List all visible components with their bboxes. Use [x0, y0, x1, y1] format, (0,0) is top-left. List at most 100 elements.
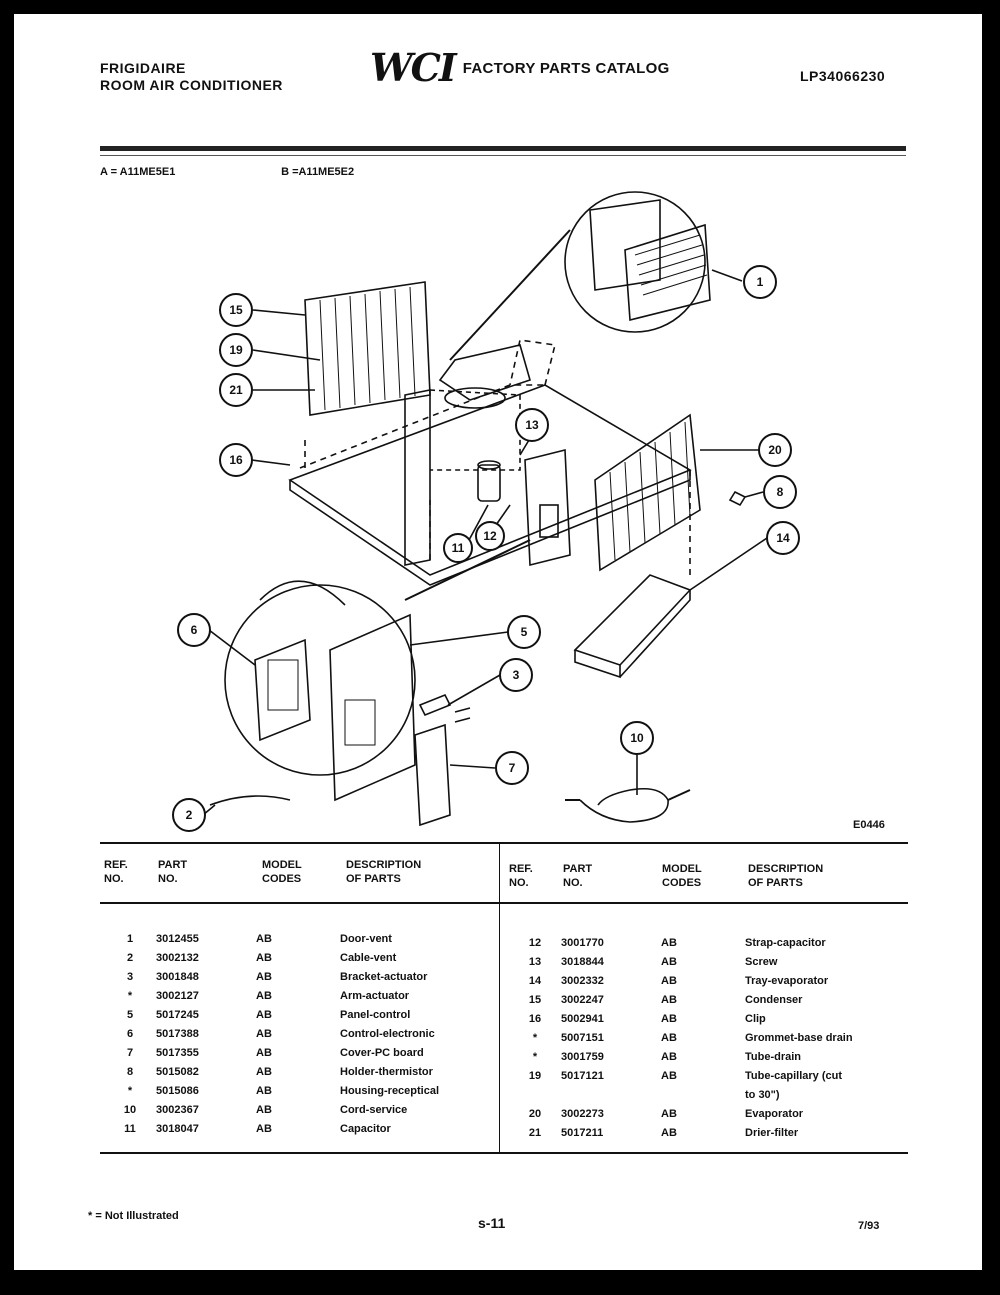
footnote: * = Not Illustrated: [88, 1210, 179, 1222]
model-code: AB: [256, 1009, 272, 1021]
ref-no: 10: [123, 1104, 137, 1116]
model-code: AB: [661, 994, 677, 1006]
door-vent: [624, 223, 711, 322]
callout-19: 19: [229, 343, 243, 357]
table-rule-header: [100, 902, 908, 904]
table-row: to 30"): [509, 1086, 915, 1105]
part-no: 3001848: [156, 971, 199, 983]
model-code: AB: [256, 1047, 272, 1059]
divider-panel: [404, 389, 431, 566]
model-code: AB: [661, 1032, 677, 1044]
part-no: 3001770: [561, 937, 604, 949]
part-no: 5017355: [156, 1047, 199, 1059]
evaporator-coil: [594, 413, 701, 572]
model-b: B =A11ME5E2: [281, 166, 355, 178]
part-no: [561, 1086, 661, 1105]
ref-no: 5: [126, 1009, 134, 1021]
model-list: A = A11ME5E1 B =A11ME5E2: [100, 166, 354, 178]
control-panel: [329, 613, 416, 802]
header-ref-no: REF.NO.: [104, 859, 128, 885]
part-no: 5017388: [156, 1028, 199, 1040]
ref-no: [509, 1086, 561, 1105]
model-code: AB: [256, 933, 272, 945]
part-no: 5002941: [561, 1013, 604, 1025]
description: Bracket-actuator: [340, 971, 428, 983]
part-no: 3018047: [156, 1123, 199, 1135]
model-code: AB: [256, 990, 272, 1002]
model-code: AB: [661, 1108, 677, 1120]
header-rule-thin: [100, 155, 906, 156]
model-code: AB: [256, 1123, 272, 1135]
description: Strap-capacitor: [745, 937, 826, 949]
callout-13: 13: [525, 418, 539, 432]
table-column-divider: [499, 844, 500, 1152]
description: Housing-receptical: [340, 1085, 440, 1097]
model-a: A = A11ME5E1: [100, 166, 176, 178]
ref-no: 19: [528, 1070, 542, 1082]
description: Drier-filter: [745, 1127, 799, 1139]
base-pan-edge: [289, 470, 691, 586]
header-rule: [100, 146, 906, 151]
scan-border-left: [0, 0, 14, 1295]
cable-vent: [209, 795, 291, 806]
cover-pc-board: [414, 723, 451, 827]
description: to 30"): [745, 1089, 780, 1101]
ref-no: 1: [126, 933, 134, 945]
product-line: ROOM AIR CONDITIONER: [100, 77, 283, 93]
scan-border-bottom: [0, 1270, 1000, 1295]
ref-no: 16: [528, 1013, 542, 1025]
catalog-header: WCI FACTORY PARTS CATALOG: [370, 45, 670, 90]
ref-no: 15: [528, 994, 542, 1006]
callout-1: 1: [757, 275, 764, 289]
part-no: 3002132: [156, 952, 199, 964]
part-no: 3002247: [561, 994, 604, 1006]
description: Arm-actuator: [340, 990, 410, 1002]
ref-no: 14: [528, 975, 542, 987]
ref-no: *: [127, 1085, 133, 1097]
cabinet-outline: [299, 339, 556, 469]
model-code: AB: [256, 971, 272, 983]
model-code: AB: [661, 1127, 677, 1139]
vent-detail-circle: [564, 191, 706, 333]
callout-8: 8: [777, 485, 784, 499]
model-code: AB: [256, 1085, 272, 1097]
callout-7: 7: [509, 761, 516, 775]
condenser-coil: [304, 281, 431, 416]
header-ref-no-right: REF.NO.: [509, 863, 533, 889]
callout-circles: [172, 265, 800, 832]
ref-no: *: [532, 1032, 538, 1044]
catalog-title: FACTORY PARTS CATALOG: [462, 59, 670, 77]
description: Tray-evaporator: [745, 975, 829, 987]
ref-no: 3: [126, 971, 134, 983]
model-code: AB: [256, 1028, 272, 1040]
description: Panel-control: [340, 1009, 411, 1021]
part-no: 5017121: [561, 1070, 604, 1082]
model-code: AB: [256, 1066, 272, 1078]
description: Condenser: [745, 994, 803, 1006]
wci-logo: WCI: [370, 45, 457, 90]
callout-11: 11: [452, 541, 465, 555]
model-code: AB: [256, 1104, 272, 1116]
model-code: AB: [661, 956, 677, 968]
callout-16: 16: [229, 453, 243, 467]
ref-no: 8: [126, 1066, 134, 1078]
capacitor: [477, 464, 501, 502]
description: Evaporator: [745, 1108, 804, 1120]
callout-6: 6: [191, 623, 198, 637]
model-code: [661, 1086, 745, 1105]
ref-no: 6: [126, 1028, 134, 1040]
ref-no: 12: [528, 937, 542, 949]
model-code: AB: [661, 1013, 677, 1025]
